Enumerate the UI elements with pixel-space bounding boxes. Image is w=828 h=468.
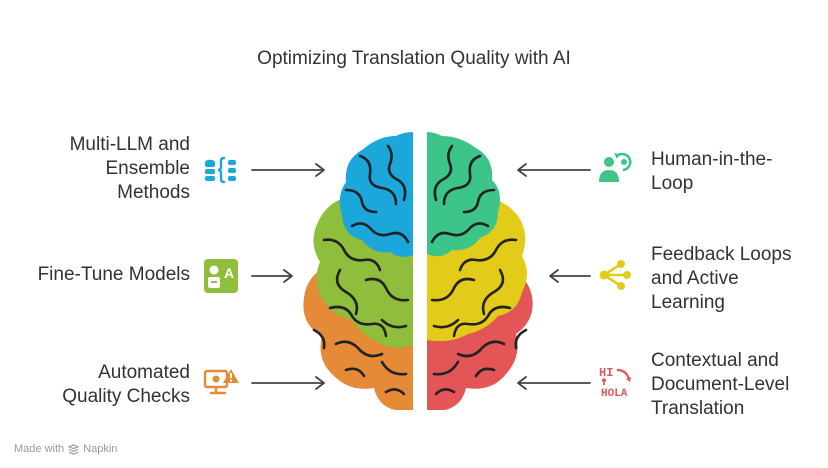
svg-text:HOLA: HOLA <box>601 388 628 398</box>
svg-text:A: A <box>224 265 234 281</box>
translate-hi-hola-icon: HI HOLA <box>599 366 631 398</box>
robot-letter-icon: A <box>204 259 238 293</box>
arrow-multi-llm <box>251 163 325 177</box>
warning-monitor-icon <box>203 369 239 395</box>
svg-text:HI: HI <box>599 366 613 380</box>
arrow-contextual <box>517 376 591 390</box>
diagram-title: Optimizing Translation Quality with AI <box>257 48 571 69</box>
label-contextual: Contextual and Document-Level Translatio… <box>651 350 790 419</box>
label-feedback-loops: Feedback Loops and Active Learning <box>651 244 792 313</box>
label-human-loop: Human-in-the- Loop <box>651 149 773 194</box>
brain-diagram <box>303 132 533 410</box>
label-automated-checks: Automated Quality Checks <box>62 362 190 407</box>
brain-segment-teal <box>427 132 500 257</box>
brain-segment-blue <box>339 132 413 257</box>
label-fine-tune: Fine-Tune Models <box>37 264 190 285</box>
arrow-fine-tune <box>251 269 293 283</box>
share-network-icon <box>599 260 631 290</box>
napkin-logo-icon <box>68 443 79 455</box>
napkin-footer: Made with Napkin <box>14 443 118 455</box>
arrow-feedback-loops <box>549 269 591 283</box>
arrow-automated-checks <box>251 376 325 390</box>
label-multi-llm: Multi-LLM and Ensemble Methods <box>69 134 190 203</box>
arrow-human-loop <box>517 163 591 177</box>
person-cycle-icon <box>599 152 632 182</box>
database-stack-icon <box>205 156 236 184</box>
